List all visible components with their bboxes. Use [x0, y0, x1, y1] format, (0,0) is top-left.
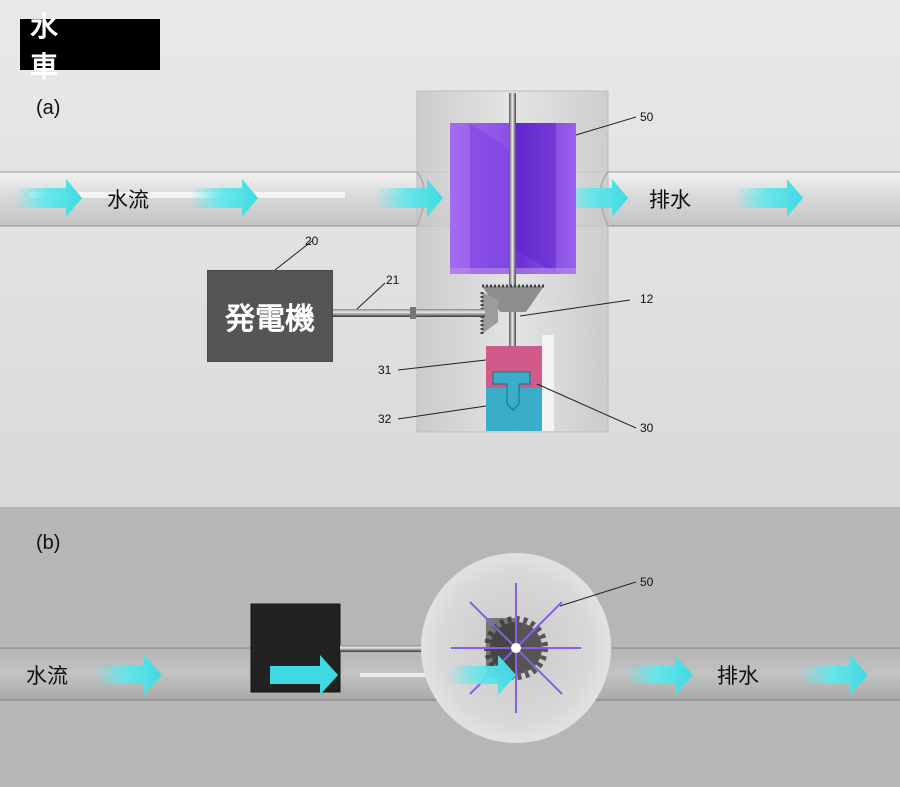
flow-arrow — [94, 655, 162, 695]
panel-label-b: (b) — [36, 532, 61, 554]
t-coupling — [492, 371, 531, 411]
flow-arrow — [800, 655, 868, 695]
callout-31: 31 — [378, 363, 392, 377]
bevel-gear — [480, 284, 544, 334]
flow-arrow — [625, 655, 693, 695]
callout-30: 30 — [640, 421, 654, 435]
outflow-label-b: 排水 — [717, 665, 759, 688]
flow-arrows-b — [94, 655, 868, 695]
callout-32: 32 — [378, 412, 392, 426]
callout-50-a: 50 — [640, 110, 654, 124]
generator-box — [207, 270, 333, 362]
inflow-label-a: 水流 — [107, 189, 149, 212]
diagram-title: 水 車 — [30, 9, 123, 83]
flow-arrow — [190, 179, 258, 217]
generator-label: 発電機 — [225, 302, 315, 337]
panel-label-a: (a) — [36, 97, 61, 119]
leader-line-b — [559, 581, 637, 607]
outflow-label-a: 排水 — [649, 189, 691, 212]
leader-lines-a — [274, 116, 637, 429]
rotor-shaft — [509, 93, 516, 348]
flow-arrow — [14, 179, 82, 217]
generator-shaft — [333, 309, 485, 317]
flow-arrow — [735, 179, 803, 217]
flow-arrows-a — [14, 179, 803, 217]
inflow-label-b: 水流 — [26, 665, 68, 688]
generator-shaft-b — [340, 645, 492, 652]
flow-arrow — [375, 179, 443, 217]
flow-arrow — [448, 655, 516, 695]
callout-21: 21 — [386, 273, 400, 287]
coupling-assembly — [486, 335, 554, 431]
callout-20: 20 — [305, 234, 319, 248]
flow-arrow — [560, 179, 628, 217]
title-box — [20, 19, 160, 70]
flow-arrow — [270, 655, 338, 695]
callout-12: 12 — [640, 292, 654, 306]
hub — [511, 643, 521, 653]
callout-50-b: 50 — [640, 575, 654, 589]
